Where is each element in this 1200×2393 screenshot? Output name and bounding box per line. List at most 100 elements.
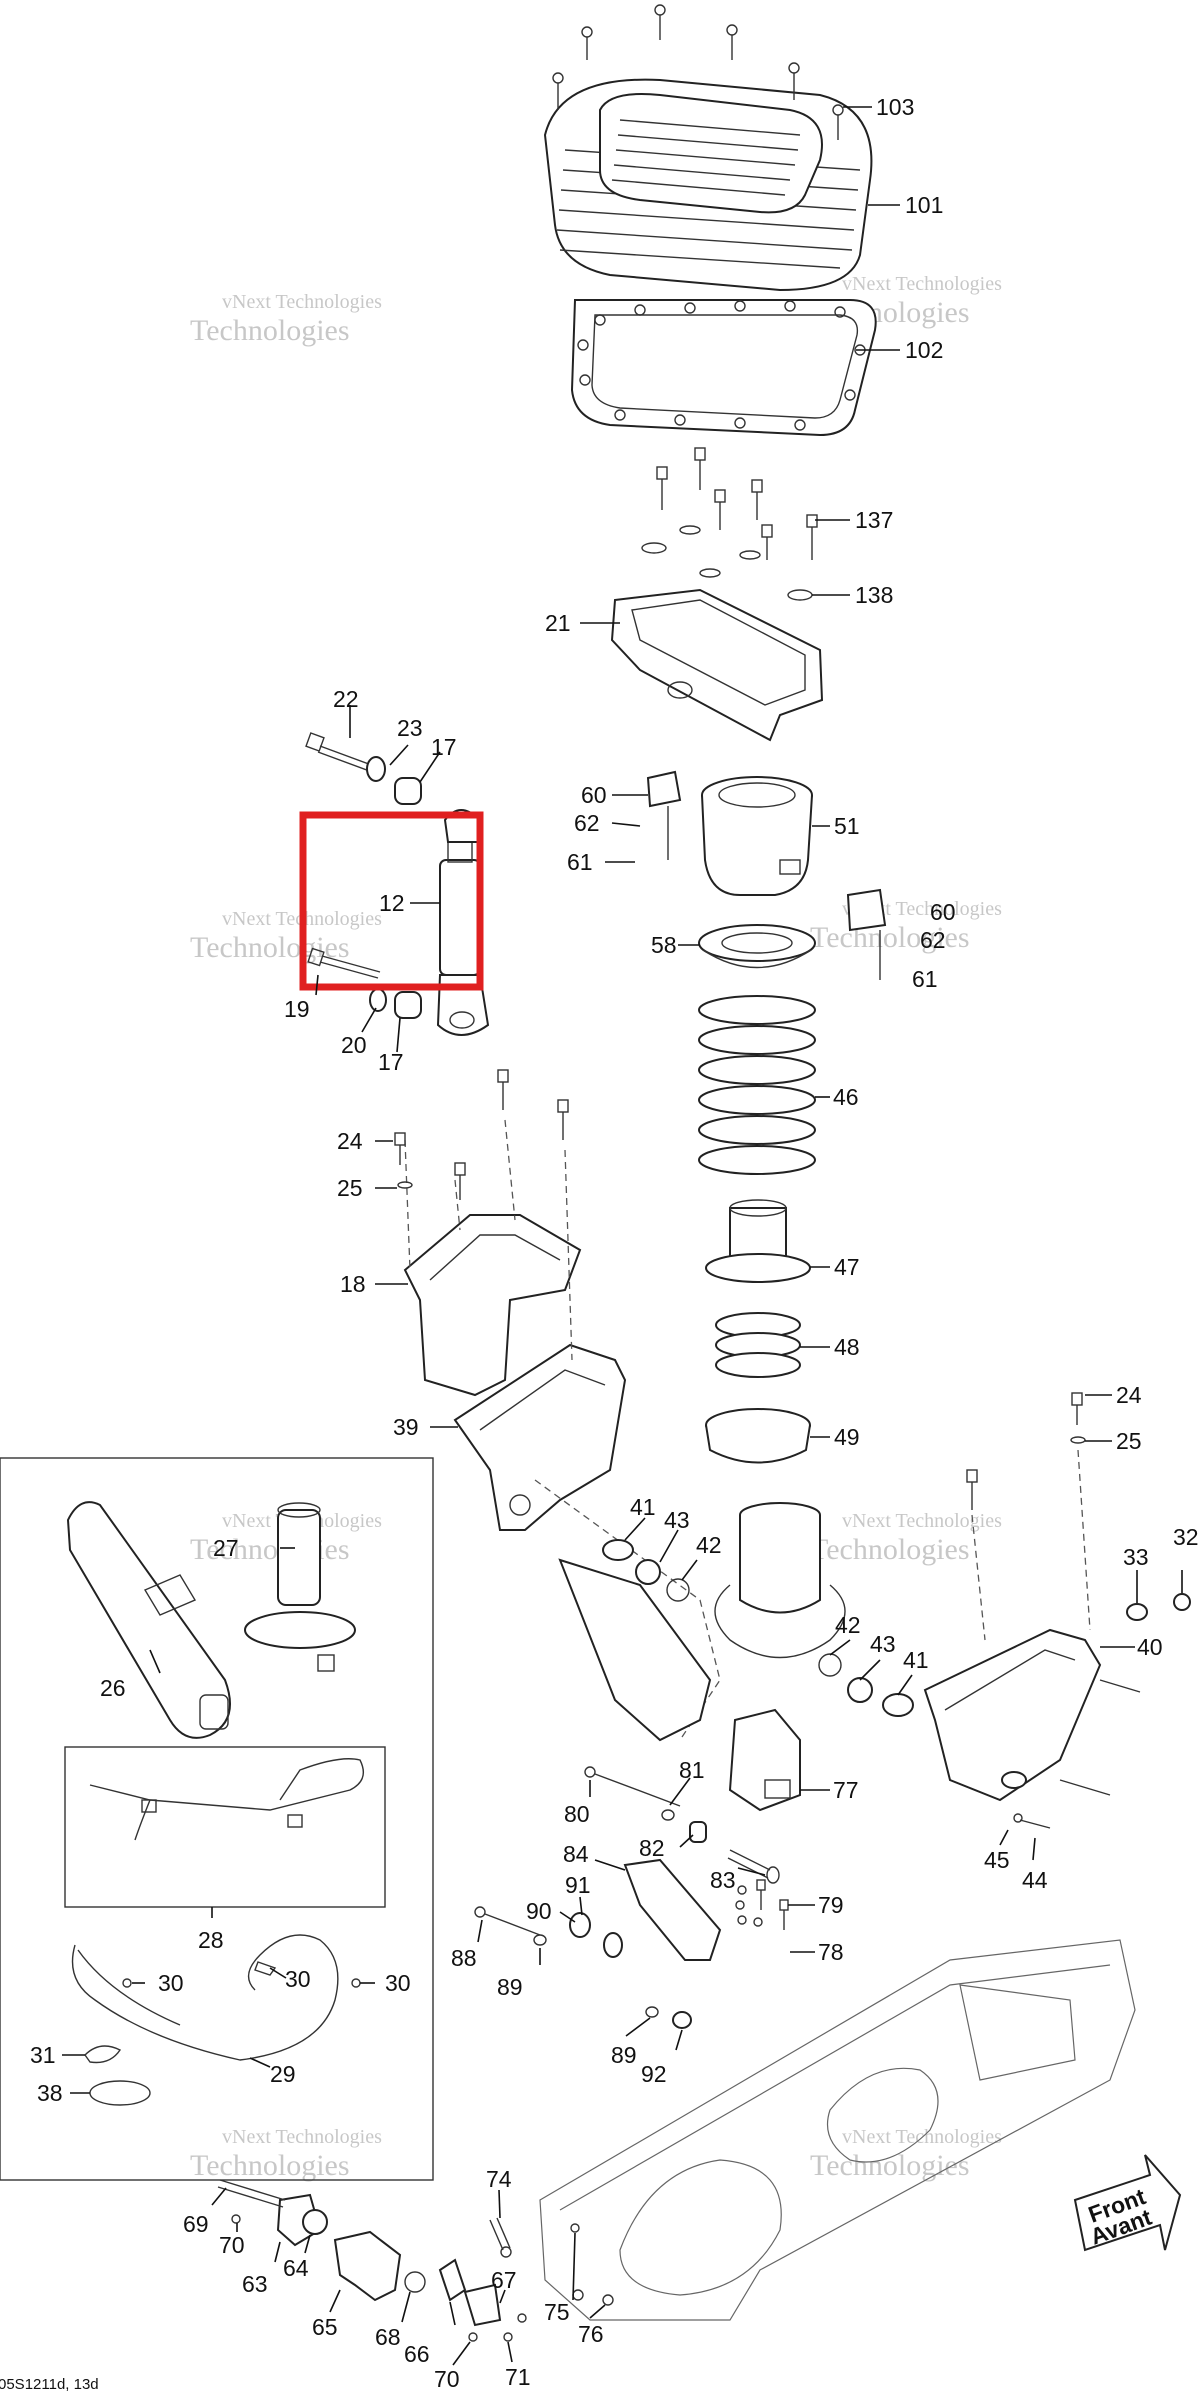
svg-text:vNext Technologies: vNext Technologies [842, 273, 1002, 295]
nuts-89-92 [645, 2006, 692, 2029]
callout-102: 102 [905, 337, 943, 363]
callout-77: 77 [833, 1777, 859, 1803]
callout-20: 20 [341, 1032, 367, 1058]
spring-guide-47 [705, 1199, 811, 1283]
cable-29 [71, 1934, 339, 2061]
pin-83 [727, 1849, 780, 1884]
callout-58: 58 [651, 932, 677, 958]
bracket-77 [728, 1708, 801, 1812]
bracket-40 [923, 1628, 1102, 1802]
callout-138: 138 [855, 582, 893, 608]
bolt-80 [584, 1766, 707, 1843]
seat-49 [705, 1408, 811, 1464]
callout-30-b: 30 [285, 1966, 311, 1992]
callout-61-right: 61 [912, 966, 938, 992]
callout-81: 81 [679, 1757, 705, 1783]
svg-text:Technologies: Technologies [810, 921, 970, 954]
callout-60-left: 60 [581, 782, 607, 808]
callout-46: 46 [833, 1084, 859, 1110]
part-66-67 [438, 2258, 527, 2342]
callout-33: 33 [1123, 1544, 1149, 1570]
watermark: vNext Technologies Technologies [190, 291, 382, 347]
callout-44: 44 [1022, 1867, 1048, 1893]
callout-66: 66 [404, 2341, 430, 2367]
inset-box [0, 1457, 434, 2181]
watermarks: vNext Technologies Technologies vNext Te… [190, 273, 1002, 2182]
callout-49: 49 [834, 1424, 860, 1450]
callout-69: 69 [183, 2211, 209, 2237]
callout-48: 48 [834, 1334, 860, 1360]
svg-text:Technologies: Technologies [190, 931, 350, 964]
callout-75: 75 [544, 2299, 570, 2325]
callout-23: 23 [397, 715, 423, 741]
callout-40: 40 [1137, 1634, 1163, 1660]
callout-67: 67 [491, 2267, 517, 2293]
callout-17-top: 17 [431, 734, 457, 760]
bushing-17-bottom [394, 991, 422, 1019]
callout-18: 18 [340, 1271, 366, 1297]
callout-32: 32 [1173, 1524, 1199, 1550]
plate [610, 588, 824, 742]
callout-62-right: 62 [920, 927, 946, 953]
bolt-88 [474, 1906, 547, 1946]
svg-text:Technologies: Technologies [190, 2149, 350, 2182]
bolts-24-25-right [966, 1392, 1191, 1829]
callout-90: 90 [526, 1898, 552, 1924]
callout-30-a: 30 [158, 1970, 184, 1996]
drawing-code: 05S1211d, 13d [0, 2376, 99, 2393]
callout-64: 64 [283, 2255, 309, 2281]
callout-41-top: 41 [630, 1494, 656, 1520]
svg-text:Technologies: Technologies [190, 314, 350, 347]
front-badge: Front Avant [1073, 2154, 1182, 2252]
callout-25-left: 25 [337, 1175, 363, 1201]
callout-103: 103 [876, 94, 914, 120]
callout-79: 79 [818, 1892, 844, 1918]
callout-22: 22 [333, 686, 359, 712]
column [714, 1502, 846, 1659]
bracket-60-right [846, 888, 887, 980]
link-84 [569, 1858, 722, 1961]
svg-text:vNext Technologies: vNext Technologies [222, 2126, 382, 2148]
watermark: vNext Technologies Technologies [810, 1510, 1002, 1566]
bolt-19 [307, 947, 381, 979]
callout-91: 91 [565, 1872, 591, 1898]
callout-19: 19 [284, 996, 310, 1022]
arm-assembly [534, 1479, 914, 1742]
callout-101: 101 [905, 192, 943, 218]
callout-89-left: 89 [497, 1974, 523, 2000]
svg-text:Technologies: Technologies [810, 1533, 970, 1566]
hardware-78-79 [735, 1879, 789, 1930]
watermark: vNext Technologies Technologies [190, 1510, 382, 1566]
callout-83: 83 [710, 1867, 736, 1893]
callout-29: 29 [270, 2061, 296, 2087]
callout-38: 38 [37, 2080, 63, 2106]
callout-61-left: 61 [567, 849, 593, 875]
callout-63: 63 [242, 2271, 268, 2297]
callout-76: 76 [578, 2321, 604, 2347]
svg-text:vNext Technologies: vNext Technologies [222, 291, 382, 313]
spring-48 [715, 1312, 801, 1378]
callout-39: 39 [393, 1414, 419, 1440]
callout-65: 65 [312, 2314, 338, 2340]
cover-housing [543, 78, 873, 292]
callout-51: 51 [834, 813, 860, 839]
callout-42-top: 42 [696, 1532, 722, 1558]
callout-30-c: 30 [385, 1970, 411, 1996]
callout-71: 71 [505, 2364, 531, 2390]
callout-80: 80 [564, 1801, 590, 1827]
screws-top [552, 4, 844, 140]
callout-70-bottom: 70 [434, 2366, 460, 2392]
washer-23 [366, 756, 386, 782]
callout-78: 78 [818, 1939, 844, 1965]
svg-text:vNext Technologies: vNext Technologies [842, 1510, 1002, 1532]
callout-labels: 103 101 102 137 138 21 22 23 17 12 19 20… [30, 94, 1199, 2392]
housing-51 [701, 776, 813, 896]
watermark: vNext Technologies Technologies [190, 908, 382, 964]
callout-89-right: 89 [611, 2042, 637, 2068]
callout-137: 137 [855, 507, 893, 533]
highlight-box [299, 811, 484, 991]
callout-24-right: 24 [1116, 1382, 1142, 1408]
callout-31: 31 [30, 2042, 56, 2068]
callout-68: 68 [375, 2324, 401, 2350]
